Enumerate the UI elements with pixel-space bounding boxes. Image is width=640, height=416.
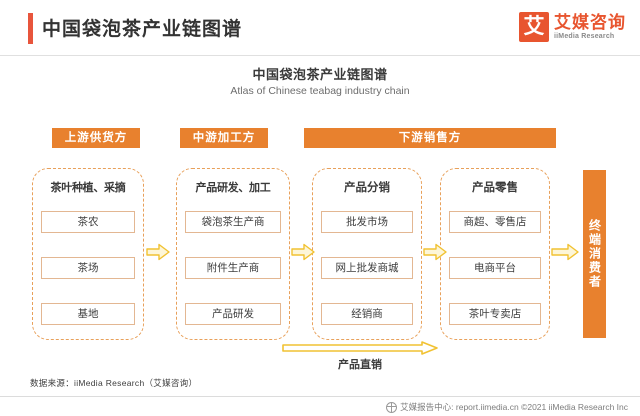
page-header: 中国袋泡茶产业链图谱 艾 艾媒咨询 iiMedia Research bbox=[0, 0, 640, 56]
chart-title: 中国袋泡茶产业链图谱 bbox=[252, 67, 388, 82]
footer-text: 艾媒报告中心: report.iimedia.cn ©2021 iiMedia … bbox=[400, 402, 628, 412]
node-item: 袋泡茶生产商 bbox=[185, 211, 281, 233]
node-item: 附件生产商 bbox=[185, 257, 281, 279]
brand-name-cn: 艾媒咨询 bbox=[554, 12, 626, 32]
group-product-rd-processing: 产品研发、加工 袋泡茶生产商 附件生产商 产品研发 bbox=[176, 168, 290, 340]
node-item: 网上批发商城 bbox=[321, 257, 413, 279]
group-title: 产品零售 bbox=[472, 182, 518, 194]
node-item: 电商平台 bbox=[449, 257, 541, 279]
source-note: 数据来源：iiMedia Research（艾媒咨询） bbox=[30, 378, 198, 388]
chart-subtitle: Atlas of Chinese teabag industry chain bbox=[230, 85, 410, 97]
flow-arrow-icon bbox=[423, 243, 447, 261]
title-accent-bar bbox=[28, 13, 33, 44]
brand-text: 艾媒咨询 iiMedia Research bbox=[554, 12, 626, 41]
direct-sales-arrow-icon bbox=[282, 341, 438, 355]
direct-sales-label: 产品直销 bbox=[338, 359, 382, 371]
footer-bar: 艾媒报告中心: report.iimedia.cn ©2021 iiMedia … bbox=[386, 401, 628, 413]
group-title: 产品分销 bbox=[344, 182, 390, 194]
group-product-distribution: 产品分销 批发市场 网上批发商城 经销商 bbox=[312, 168, 422, 340]
stage-label-midstream: 中游加工方 bbox=[180, 128, 268, 148]
node-item: 茶叶专卖店 bbox=[449, 303, 541, 325]
header-divider bbox=[0, 55, 640, 56]
node-item: 基地 bbox=[41, 303, 135, 325]
stage-label-upstream: 上游供货方 bbox=[52, 128, 140, 148]
node-item: 茶农 bbox=[41, 211, 135, 233]
brand-logo: 艾 艾媒咨询 iiMedia Research bbox=[519, 12, 626, 42]
node-item: 经销商 bbox=[321, 303, 413, 325]
end-consumer-label: 终端消费者 bbox=[587, 219, 602, 289]
end-consumer-bar: 终端消费者 bbox=[583, 170, 606, 338]
brand-name-en: iiMedia Research bbox=[554, 32, 615, 40]
footer-divider bbox=[0, 396, 640, 397]
stage-label-downstream: 下游销售方 bbox=[304, 128, 556, 148]
group-tea-planting: 茶叶种植、采摘 茶农 茶场 基地 bbox=[32, 168, 144, 340]
globe-icon bbox=[386, 401, 398, 413]
node-item: 茶场 bbox=[41, 257, 135, 279]
brand-mark-icon: 艾 bbox=[519, 12, 549, 42]
group-title: 茶叶种植、采摘 bbox=[50, 182, 126, 194]
flow-arrow-icon bbox=[146, 243, 170, 261]
page-title: 中国袋泡茶产业链图谱 bbox=[42, 19, 243, 40]
flow-arrow-icon bbox=[551, 243, 579, 261]
node-item: 商超、零售店 bbox=[449, 211, 541, 233]
group-product-retail: 产品零售 商超、零售店 电商平台 茶叶专卖店 bbox=[440, 168, 550, 340]
node-item: 产品研发 bbox=[185, 303, 281, 325]
node-item: 批发市场 bbox=[321, 211, 413, 233]
flow-arrow-icon bbox=[291, 243, 315, 261]
group-title: 产品研发、加工 bbox=[195, 182, 271, 194]
